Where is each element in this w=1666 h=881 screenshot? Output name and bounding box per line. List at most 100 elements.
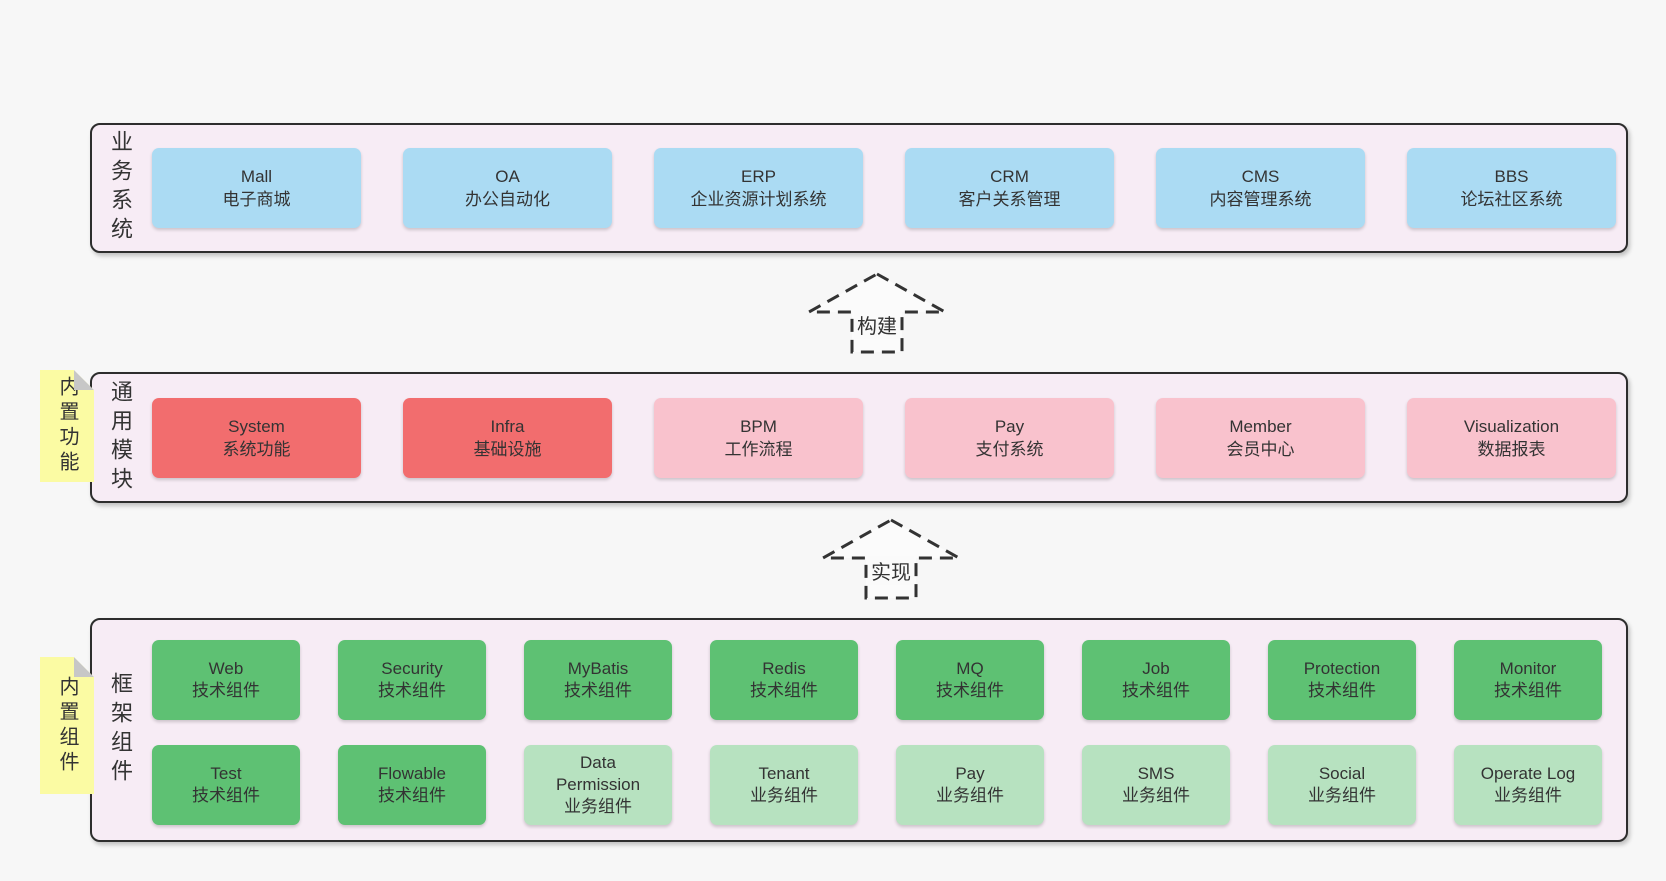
box-title: System xyxy=(228,416,285,436)
box-title: Operate Log xyxy=(1480,764,1576,783)
box-subtitle: 技术组件 xyxy=(378,681,446,700)
box-web: Web 技术组件 xyxy=(152,640,300,720)
box-subtitle: 客户关系管理 xyxy=(958,190,1061,209)
box-title: Data Permission xyxy=(555,753,641,794)
box-oa: OA 办公自动化 xyxy=(403,148,612,228)
box-system: System 系统功能 xyxy=(152,397,361,478)
box-title: CRM xyxy=(990,167,1029,186)
box-subtitle: 业务组件 xyxy=(1122,786,1190,805)
box-subtitle: 系统功能 xyxy=(222,439,291,459)
box-infra: Infra 基础设施 xyxy=(403,397,612,478)
box-social: Social 业务组件 xyxy=(1268,745,1416,825)
box-subtitle: 技术组件 xyxy=(1308,681,1376,700)
sticky-note-builtin-features: 内置功能 xyxy=(40,370,94,482)
box-title: Flowable xyxy=(377,764,447,783)
box-title: CMS xyxy=(1241,167,1280,186)
layer-label-modules: 通用模块 xyxy=(92,374,148,501)
box-title: Tenant xyxy=(758,764,810,783)
box-subtitle: 技术组件 xyxy=(1494,681,1562,700)
arrow-label: 实现 xyxy=(868,556,914,585)
arrow-implement: 实现 xyxy=(821,518,961,602)
framework-row-2: Test 技术组件 Flowable 技术组件 Data Permission … xyxy=(152,745,1602,825)
sticky-note-text: 内置功能 xyxy=(56,376,78,476)
box-visualization: Visualization 数据报表 xyxy=(1407,397,1616,478)
box-subtitle: 业务组件 xyxy=(936,786,1004,805)
box-subtitle: 技术组件 xyxy=(936,681,1004,700)
layer-common-modules: 内置功能 通用模块 System 系统功能 Infra 基础设施 BPM 工作流… xyxy=(90,372,1628,503)
box-subtitle: 办公自动化 xyxy=(465,190,550,209)
module-box-row: System 系统功能 Infra 基础设施 BPM 工作流程 Pay 支付系统… xyxy=(152,374,1616,501)
box-title: Member xyxy=(1229,416,1292,436)
box-subtitle: 工作流程 xyxy=(724,439,793,459)
box-data-permission: Data Permission 业务组件 xyxy=(524,745,672,825)
box-subtitle: 数据报表 xyxy=(1477,439,1546,459)
sticky-note-text: 内置组件 xyxy=(56,675,78,776)
box-subtitle: 技术组件 xyxy=(1122,681,1190,700)
box-flowable: Flowable 技术组件 xyxy=(338,745,486,825)
box-title: Redis xyxy=(762,659,806,678)
box-title: MyBatis xyxy=(567,659,629,678)
box-title: ERP xyxy=(741,167,776,186)
box-subtitle: 电子商城 xyxy=(222,190,291,209)
box-monitor: Monitor 技术组件 xyxy=(1454,640,1602,720)
layer-label-text: 通用模块 xyxy=(108,379,133,496)
box-subtitle: 技术组件 xyxy=(192,786,260,805)
box-mq: MQ 技术组件 xyxy=(896,640,1044,720)
folded-corner-icon xyxy=(74,657,94,677)
box-subtitle: 业务组件 xyxy=(1308,786,1376,805)
box-subtitle: 技术组件 xyxy=(378,786,446,805)
box-title: Pay xyxy=(955,764,985,783)
box-subtitle: 技术组件 xyxy=(750,681,818,700)
box-title: MQ xyxy=(956,659,984,678)
business-box-row: Mall 电子商城 OA 办公自动化 ERP 企业资源计划系统 CRM 客户关系… xyxy=(152,125,1616,251)
box-title: Pay xyxy=(994,416,1025,436)
box-title: Visualization xyxy=(1463,416,1560,436)
box-subtitle: 技术组件 xyxy=(564,681,632,700)
box-title: Job xyxy=(1142,659,1170,678)
framework-row-1: Web 技术组件 Security 技术组件 MyBatis 技术组件 Redi… xyxy=(152,640,1602,720)
box-title: Web xyxy=(208,659,244,678)
box-cms: CMS 内容管理系统 xyxy=(1156,148,1365,228)
box-title: Protection xyxy=(1303,659,1381,678)
box-subtitle: 业务组件 xyxy=(564,797,632,816)
box-subtitle: 会员中心 xyxy=(1226,439,1295,459)
sticky-note-builtin-components: 内置组件 xyxy=(40,657,94,794)
box-subtitle: 基础设施 xyxy=(473,439,542,459)
box-operate-log: Operate Log 业务组件 xyxy=(1454,745,1602,825)
folded-corner-icon xyxy=(74,370,94,390)
layer-label-text: 业务系统 xyxy=(108,130,133,246)
box-pay-component: Pay 业务组件 xyxy=(896,745,1044,825)
box-title: BBS xyxy=(1494,167,1529,186)
framework-box-rows: Web 技术组件 Security 技术组件 MyBatis 技术组件 Redi… xyxy=(152,640,1602,825)
layer-label-text: 框架组件 xyxy=(108,672,133,788)
box-subtitle: 支付系统 xyxy=(975,439,1044,459)
box-security: Security 技术组件 xyxy=(338,640,486,720)
box-protection: Protection 技术组件 xyxy=(1268,640,1416,720)
box-crm: CRM 客户关系管理 xyxy=(905,148,1114,228)
layer-business-systems: 业务系统 Mall 电子商城 OA 办公自动化 ERP 企业资源计划系统 CRM… xyxy=(90,123,1628,253)
box-title: SMS xyxy=(1137,764,1175,783)
arrow-build: 构建 xyxy=(807,272,947,356)
box-mall: Mall 电子商城 xyxy=(152,148,361,228)
box-subtitle: 论坛社区系统 xyxy=(1460,190,1563,209)
box-title: OA xyxy=(495,167,520,186)
box-member: Member 会员中心 xyxy=(1156,397,1365,478)
box-title: Test xyxy=(210,764,242,783)
box-erp: ERP 企业资源计划系统 xyxy=(654,148,863,228)
box-pay-module: Pay 支付系统 xyxy=(905,397,1114,478)
box-title: Monitor xyxy=(1499,659,1557,678)
box-title: Infra xyxy=(490,416,525,436)
layer-label-business: 业务系统 xyxy=(92,125,148,251)
box-test: Test 技术组件 xyxy=(152,745,300,825)
box-title: Social xyxy=(1318,764,1366,783)
box-title: Security xyxy=(381,659,443,678)
box-subtitle: 内容管理系统 xyxy=(1209,190,1312,209)
layer-label-framework: 框架组件 xyxy=(92,620,148,840)
box-redis: Redis 技术组件 xyxy=(710,640,858,720)
box-title: Mall xyxy=(240,167,273,186)
box-tenant: Tenant 业务组件 xyxy=(710,745,858,825)
box-job: Job 技术组件 xyxy=(1082,640,1230,720)
box-subtitle: 企业资源计划系统 xyxy=(690,190,827,209)
box-subtitle: 业务组件 xyxy=(750,786,818,805)
